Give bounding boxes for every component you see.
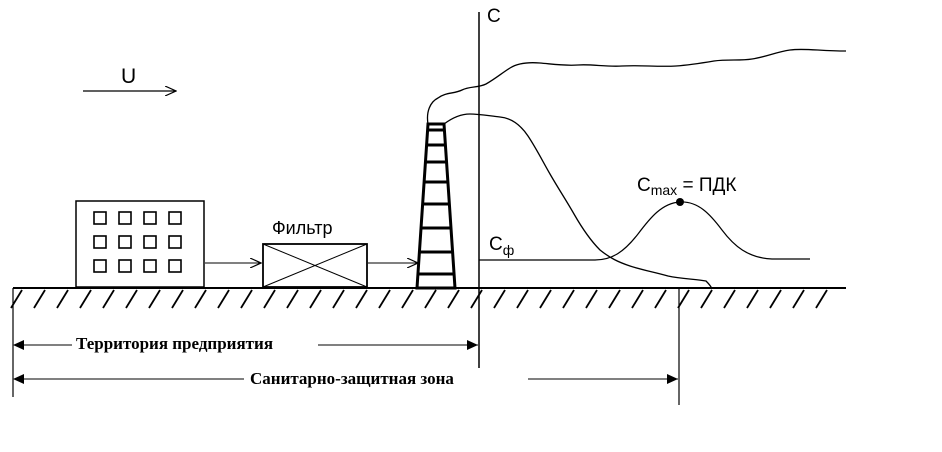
- factory-windows: [93, 211, 182, 273]
- ground-hatch: [562, 289, 575, 309]
- ground-hatch: [585, 289, 598, 309]
- max-concentration-equals: = ПДК: [677, 175, 736, 196]
- factory-window: [168, 259, 182, 273]
- ground-hatch: [378, 289, 391, 309]
- sanitary-zone-label: Санитарно-защитная зона: [250, 369, 454, 388]
- ground-hatch: [746, 289, 759, 309]
- background-concentration-label: Cф: [489, 234, 514, 258]
- ground-hatch: [263, 289, 276, 309]
- factory-window: [168, 235, 182, 249]
- factory-window: [168, 211, 182, 225]
- factory-window: [93, 259, 107, 273]
- ground-hatch: [148, 289, 161, 309]
- max-concentration-label: Cmax = ПДК: [637, 175, 736, 198]
- concentration-curve: [479, 201, 810, 261]
- factory-window: [118, 235, 132, 249]
- factory-window: [118, 211, 132, 225]
- ground: [10, 287, 846, 309]
- ground-hatch: [424, 289, 437, 309]
- ground-hatch: [631, 289, 644, 309]
- ground-hatch: [401, 289, 414, 309]
- ground-hatch: [332, 289, 345, 309]
- ground-hatch: [700, 289, 713, 309]
- ground-hatch: [125, 289, 138, 309]
- ground-hatch: [33, 289, 46, 309]
- factory-window: [143, 211, 157, 225]
- smoke-plume-upper: [426, 48, 847, 125]
- ground-hatch: [309, 289, 322, 309]
- ground-hatch: [79, 289, 92, 309]
- ground-hatch: [677, 289, 690, 309]
- ground-hatch: [355, 289, 368, 309]
- ground-hatch: [447, 289, 460, 309]
- ground-hatch: [493, 289, 506, 309]
- ground-hatch: [769, 289, 782, 309]
- factory-window: [143, 259, 157, 273]
- filter-box: [262, 243, 368, 288]
- ground-hatch: [470, 289, 483, 309]
- ground-hatch: [217, 289, 230, 309]
- factory-window: [93, 211, 107, 225]
- factory-building: [75, 200, 205, 288]
- ground-hatch: [792, 289, 805, 309]
- smoke-plume-lower: [443, 113, 713, 290]
- ground-hatch: [815, 289, 828, 309]
- enterprise-territory-label: Территория предприятия: [76, 334, 273, 353]
- factory-window: [93, 235, 107, 249]
- ground-hatch: [539, 289, 552, 309]
- wind-label: U: [121, 65, 136, 88]
- filter-label: Фильтр: [272, 218, 332, 238]
- factory-window: [143, 235, 157, 249]
- ground-hatch: [286, 289, 299, 309]
- smoke-stack: [415, 122, 457, 290]
- max-concentration-point: [676, 198, 684, 206]
- ground-hatch: [171, 289, 184, 309]
- ground-hatch: [102, 289, 115, 309]
- factory-window: [118, 259, 132, 273]
- concentration-axis-label: C: [487, 6, 501, 27]
- background-concentration-subscript: ф: [503, 242, 515, 258]
- ground-hatch: [608, 289, 621, 309]
- max-concentration-subscript: max: [651, 182, 677, 198]
- ground-hatch: [240, 289, 253, 309]
- ground-hatch: [723, 289, 736, 309]
- ground-hatch: [194, 289, 207, 309]
- ground-hatch: [56, 289, 69, 309]
- ground-hatch: [516, 289, 529, 309]
- ground-hatch: [654, 289, 667, 309]
